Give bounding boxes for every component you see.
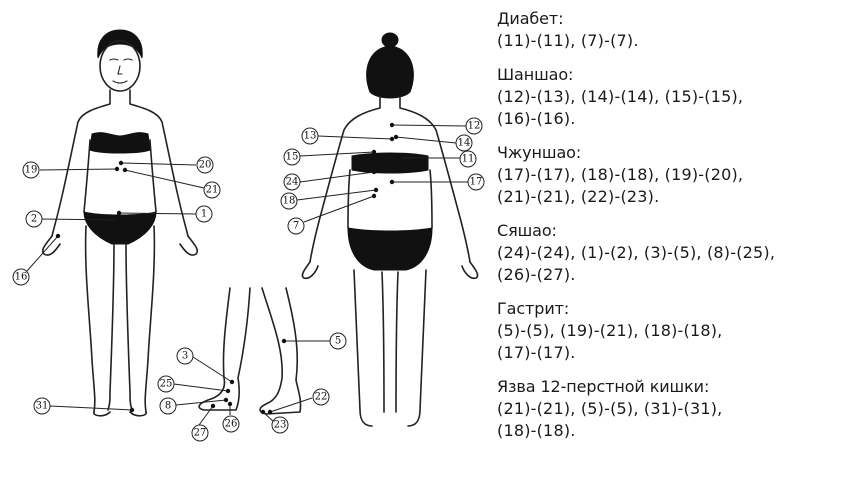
legend-line: (17)-(17). xyxy=(497,343,576,362)
point-label: 26 xyxy=(222,415,240,433)
point-label: 15 xyxy=(283,148,301,166)
legend-group-diabetes: Диабет: (11)-(11), (7)-(7). xyxy=(497,8,842,52)
leader-lines xyxy=(26,124,468,426)
point-label: 5 xyxy=(329,332,347,350)
point-number: 31 xyxy=(36,401,49,412)
legend-line: (24)-(24), (1)-(2), (3)-(5), (8)-(25), xyxy=(497,243,776,262)
point-label: 23 xyxy=(271,416,289,434)
legend-line: (16)-(16). xyxy=(497,109,576,128)
legend-line: (11)-(11), (7)-(7). xyxy=(497,31,639,50)
point-number: 5 xyxy=(335,336,341,347)
point-number: 15 xyxy=(286,152,299,163)
back-figure xyxy=(301,32,479,427)
point-label: 21 xyxy=(203,181,221,199)
point-label: 12 xyxy=(465,117,483,135)
front-figure xyxy=(41,29,199,417)
point-number: 17 xyxy=(470,177,483,188)
point-label: 3 xyxy=(176,347,194,365)
point-number: 24 xyxy=(286,177,299,188)
point-label: 7 xyxy=(287,217,305,235)
point-label: 24 xyxy=(283,173,301,191)
legend-title: Сяшао: xyxy=(497,221,557,240)
point-number: 16 xyxy=(15,272,28,283)
legend-group-zhongshao: Чжуншао: (17)-(17), (18)-(18), (19)-(20)… xyxy=(497,142,842,208)
point-number: 27 xyxy=(194,428,207,439)
point-label: 1 xyxy=(195,205,213,223)
legend-group-gastritis: Гастрит: (5)-(5), (19)-(21), (18)-(18), … xyxy=(497,298,842,364)
point-number: 8 xyxy=(165,401,171,412)
point-label: 18 xyxy=(280,192,298,210)
point-label: 2 xyxy=(25,210,43,228)
point-label: 14 xyxy=(455,134,473,152)
point-label: 22 xyxy=(312,388,330,406)
legend-line: (5)-(5), (19)-(21), (18)-(18), xyxy=(497,321,723,340)
legend-title: Язва 12-перстной кишки: xyxy=(497,377,710,396)
legend-line: (21)-(21), (5)-(5), (31)-(31), xyxy=(497,399,723,418)
treatment-legend: Диабет: (11)-(11), (7)-(7). Шаншао: (12)… xyxy=(497,8,842,454)
legend-title: Шаншао: xyxy=(497,65,574,84)
point-number: 26 xyxy=(225,419,238,430)
legend-group-duodenal-ulcer: Язва 12-перстной кишки: (21)-(21), (5)-(… xyxy=(497,376,842,442)
point-label: 27 xyxy=(191,424,209,442)
point-number: 11 xyxy=(462,154,475,165)
point-label: 31 xyxy=(33,397,51,415)
legend-line: (12)-(13), (14)-(14), (15)-(15), xyxy=(497,87,744,106)
point-number: 7 xyxy=(293,221,299,232)
point-label: 13 xyxy=(301,127,319,145)
body-diagram: 19 20 21 2 1 16 31 13 15 24 18 7 12 14 1… xyxy=(12,29,485,442)
legend-title: Чжуншао: xyxy=(497,143,582,162)
legend-line: (17)-(17), (18)-(18), (19)-(20), xyxy=(497,165,744,184)
legend-group-xiashao: Сяшао: (24)-(24), (1)-(2), (3)-(5), (8)-… xyxy=(497,220,842,286)
point-label: 20 xyxy=(196,156,214,174)
point-label: 25 xyxy=(157,375,175,393)
acupoint-figure: 19 20 21 2 1 16 31 13 15 24 18 7 12 14 1… xyxy=(12,29,485,442)
legend-title: Гастрит: xyxy=(497,299,570,318)
point-label: 19 xyxy=(22,161,40,179)
acupoint-dots xyxy=(55,122,403,415)
point-number: 14 xyxy=(458,138,471,149)
legs-side-view xyxy=(198,287,302,415)
point-number: 19 xyxy=(25,165,38,176)
point-number: 20 xyxy=(199,160,212,171)
point-label: 8 xyxy=(159,397,177,415)
legend-line: (18)-(18). xyxy=(497,421,576,440)
point-number: 22 xyxy=(315,392,328,403)
point-number: 23 xyxy=(274,420,287,431)
legend-line: (21)-(21), (22)-(23). xyxy=(497,187,660,206)
legend-line: (26)-(27). xyxy=(497,265,576,284)
legend-title: Диабет: xyxy=(497,9,564,28)
point-number: 25 xyxy=(160,379,173,390)
point-number: 3 xyxy=(182,351,188,362)
point-number: 13 xyxy=(304,131,317,142)
point-label: 11 xyxy=(459,150,477,168)
point-number: 21 xyxy=(206,185,219,196)
point-number: 2 xyxy=(31,214,37,225)
point-number: 18 xyxy=(283,196,296,207)
legend-group-shangshao: Шаншао: (12)-(13), (14)-(14), (15)-(15),… xyxy=(497,64,842,130)
point-number: 12 xyxy=(468,121,481,132)
point-number: 1 xyxy=(201,209,207,220)
point-label: 16 xyxy=(12,268,30,286)
point-label: 17 xyxy=(467,173,485,191)
